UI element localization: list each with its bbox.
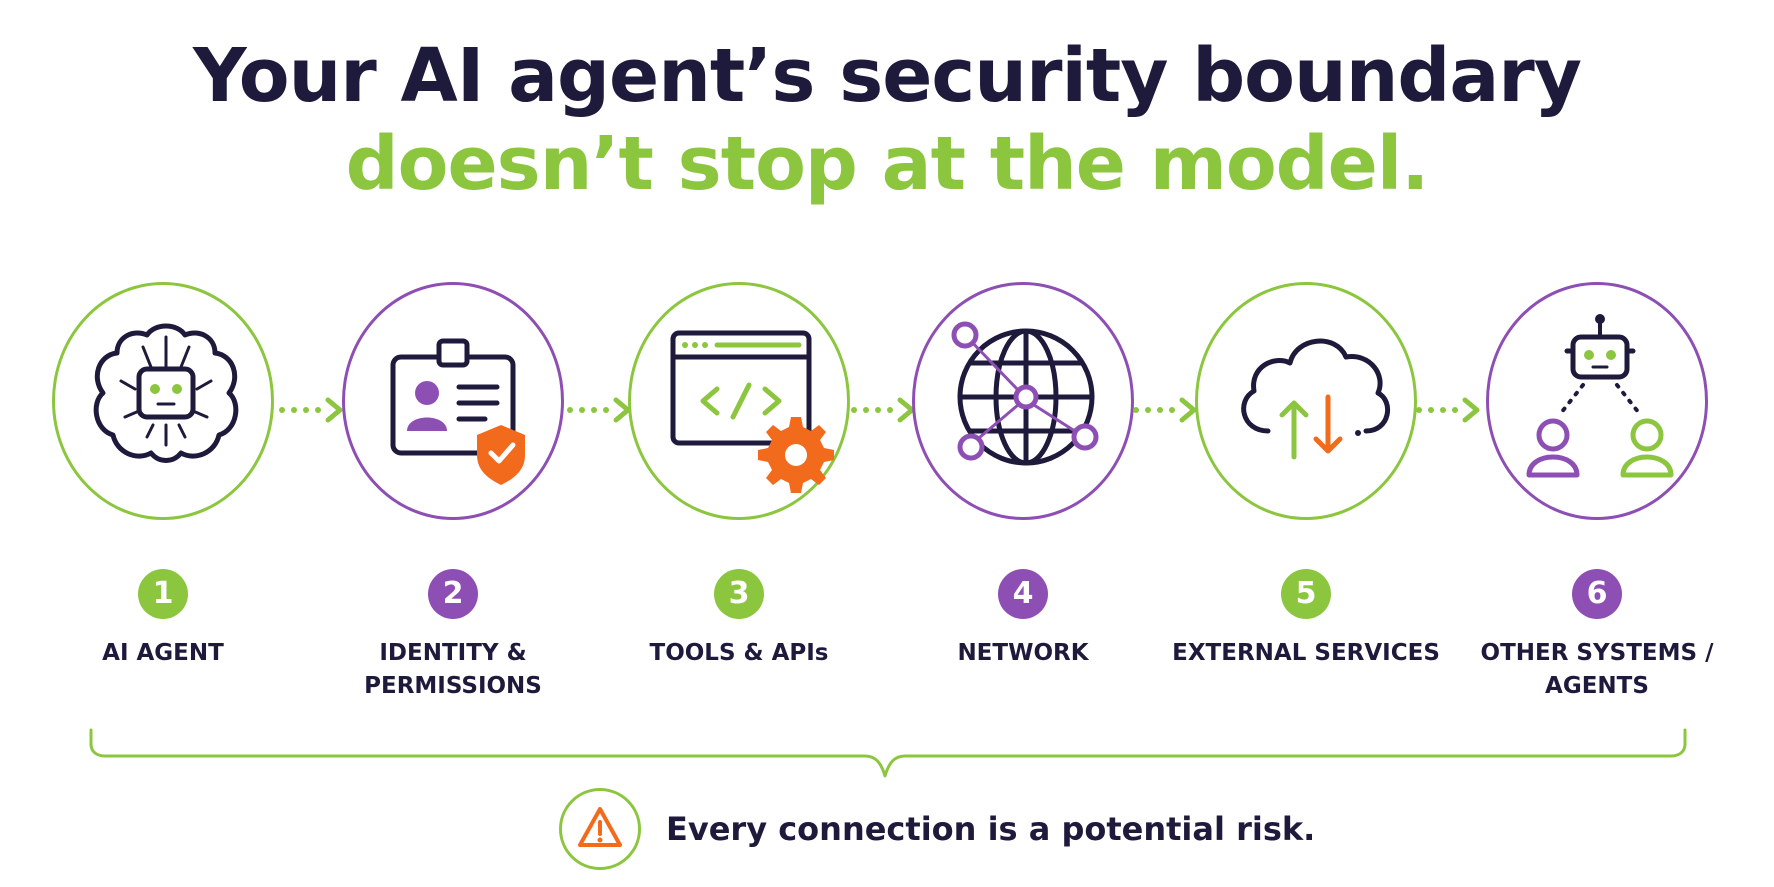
code-window-gear-icon (670, 330, 834, 493)
step-5-circle (1195, 282, 1417, 520)
cloud-transfer-icon (1241, 338, 1390, 460)
headline-line-2: doesn’t stop at the model. (345, 121, 1430, 207)
step-label: NETWORK (957, 640, 1089, 666)
step-other-systems-agents: 6 OTHER SYSTEMS / AGENTS (1481, 282, 1716, 702)
step-1-circle (52, 282, 274, 520)
connector-arrow (279, 397, 343, 423)
footer-message: Every connection is a potential risk. (666, 810, 1316, 848)
step-number-badge: 6 (1572, 569, 1622, 619)
step-number-badge: 1 (138, 569, 188, 619)
step-number-badge: 5 (1281, 569, 1331, 619)
id-badge-shield-icon (390, 338, 525, 485)
step-4-circle (912, 282, 1134, 520)
step-label: IDENTITY & PERMISSIONS (364, 640, 542, 699)
robot-users-icon (1526, 314, 1674, 478)
globe-network-icon (951, 321, 1099, 466)
step-external-services: 5 EXTERNAL SERVICES (1172, 282, 1440, 702)
step-2-circle (342, 282, 564, 520)
connector-arrow (567, 397, 631, 423)
step-label: OTHER SYSTEMS / AGENTS (1480, 640, 1714, 699)
step-number-badge: 2 (428, 569, 478, 619)
connector-arrow (851, 397, 915, 423)
brain-robot-icon (93, 323, 239, 463)
step-label: EXTERNAL SERVICES (1172, 640, 1440, 666)
step-3-circle (628, 282, 850, 520)
step-number-badge: 3 (714, 569, 764, 619)
connector-arrow (1133, 397, 1197, 423)
headline-line-1: Your AI agent’s security boundary (192, 33, 1582, 119)
step-identity-permissions: 2 IDENTITY & PERMISSIONS (342, 282, 572, 702)
warning-badge (559, 788, 641, 870)
step-label: AI AGENT (102, 640, 224, 666)
step-tools-apis: 3 TOOLS & APIs (628, 282, 858, 702)
step-ai-agent: 1 AI AGENT (52, 282, 282, 702)
bracket-divider (89, 728, 1687, 778)
warning-triangle-icon (578, 807, 622, 847)
step-6-circle (1486, 282, 1708, 520)
step-label: TOOLS & APIs (649, 640, 829, 666)
connector-arrow (1416, 397, 1480, 423)
step-number-badge: 4 (998, 569, 1048, 619)
step-network: 4 NETWORK (912, 282, 1142, 702)
